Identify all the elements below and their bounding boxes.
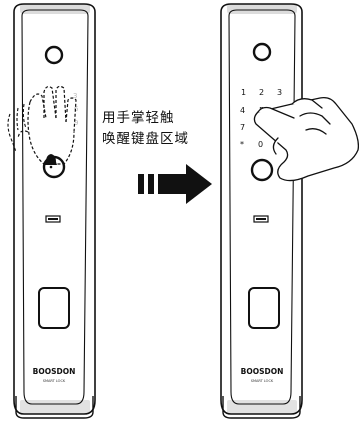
svg-text:9: 9 — [74, 119, 78, 127]
instruction-caption: 用手掌轻触 唤醒键盘区域 — [102, 108, 214, 150]
right-lock — [220, 3, 303, 419]
left-model: SMART LOCK — [43, 379, 66, 383]
left-keypad-hint: 3 — [73, 92, 77, 100]
left-camera-icon — [44, 45, 64, 65]
left-brand: BOOSDON — [33, 367, 76, 376]
key-3[interactable]: 3 — [277, 88, 282, 97]
hand-icon — [253, 96, 359, 182]
key-0[interactable]: 0 — [258, 140, 263, 149]
caption-line-1: 用手掌轻触 — [102, 110, 175, 126]
key-2[interactable]: 2 — [259, 88, 264, 97]
right-camera-icon — [252, 42, 272, 62]
key-1[interactable]: 1 — [241, 88, 246, 97]
key-4[interactable]: 4 — [240, 106, 245, 115]
svg-text:6: 6 — [74, 105, 79, 113]
right-fingerprint-sensor[interactable] — [250, 158, 274, 182]
right-handle[interactable] — [248, 287, 280, 329]
right-arrow-icon — [138, 164, 212, 204]
key-star[interactable]: * — [240, 140, 244, 149]
right-card-reader-icon — [253, 215, 269, 223]
right-brand: BOOSDON — [241, 367, 284, 376]
caption-line-2: 唤醒键盘区域 — [102, 131, 189, 147]
left-handle[interactable] — [38, 287, 70, 329]
hand-icon — [17, 85, 77, 165]
right-model: SMART LOCK — [251, 379, 274, 383]
key-7[interactable]: 7 — [240, 123, 245, 132]
left-lock — [13, 3, 96, 419]
left-card-reader-icon — [45, 215, 61, 223]
hand-icon — [7, 103, 27, 153]
bell-icon — [45, 154, 57, 169]
